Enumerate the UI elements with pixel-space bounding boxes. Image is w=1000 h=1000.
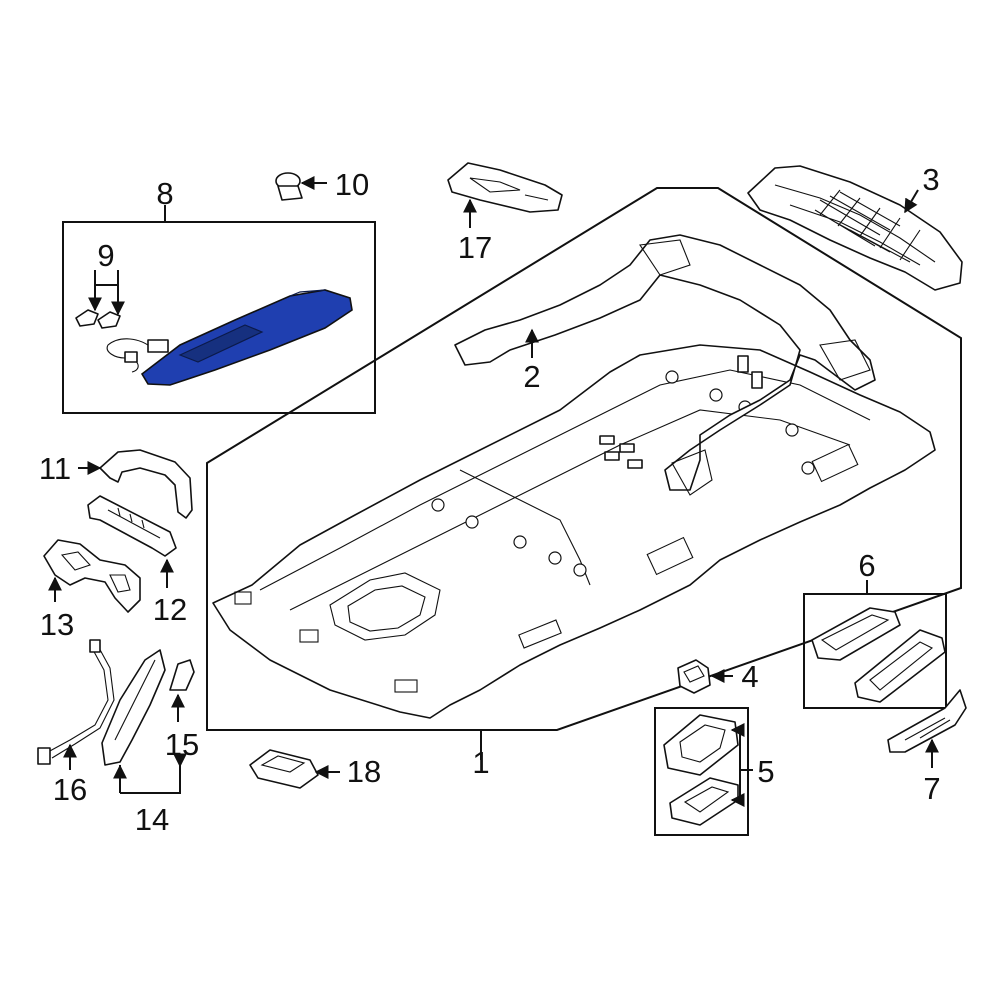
mount-hole: [513, 535, 527, 549]
mount-hole: [665, 370, 679, 384]
sun-visor-group[interactable]: [62, 221, 376, 414]
console-bracket[interactable]: [447, 162, 563, 213]
overhead-console-group[interactable]: [803, 593, 947, 709]
callout-16: 16: [53, 772, 87, 807]
light-opening: [518, 619, 562, 649]
leader-lines: [48, 176, 939, 807]
clip: [619, 443, 635, 453]
mount-hole: [709, 388, 723, 402]
mount-hole: [465, 515, 479, 529]
callout-12: 12: [153, 592, 187, 627]
roof-rail-reinforcement[interactable]: [454, 234, 876, 496]
light-opening: [234, 591, 252, 605]
light-opening: [394, 679, 418, 693]
visor-wire: [106, 338, 153, 373]
callout-3: 3: [922, 162, 939, 197]
callout-2: 2: [523, 359, 540, 394]
seat-belt-trim[interactable]: [101, 649, 166, 766]
headliner-ridge: [259, 369, 871, 591]
leader-5b: [730, 770, 745, 807]
visor-pivot: [147, 339, 169, 353]
callout-labels: 1 2 3 4 5 6 7 8 9 10 11 12 13 14 15 16 1…: [39, 162, 941, 837]
headliner-group[interactable]: [206, 187, 962, 731]
map-lamp-group-frame: [654, 707, 749, 836]
callout-9: 9: [97, 238, 114, 273]
visor-edge: [289, 289, 326, 297]
push-pin-clip[interactable]: [275, 172, 303, 201]
mounting-plate[interactable]: [43, 539, 141, 613]
callout-7: 7: [923, 771, 940, 806]
callout-4: 4: [741, 659, 758, 694]
clip: [604, 451, 620, 461]
light-opening: [646, 536, 694, 576]
callout-8: 8: [156, 176, 173, 211]
headliner-panel[interactable]: [212, 344, 936, 719]
console-cutout: [329, 572, 441, 641]
callout-11: 11: [39, 451, 71, 486]
headliner-group-frame: [206, 187, 962, 731]
leader-9-bar: [94, 270, 119, 286]
clip: [737, 355, 749, 373]
callout-14: 14: [135, 802, 169, 837]
callout-18: 18: [347, 754, 381, 789]
visor-clip[interactable]: [75, 309, 99, 327]
clip: [751, 371, 763, 389]
console-bezel[interactable]: [811, 607, 901, 661]
console-cutout-inner: [347, 585, 426, 632]
leader-3: [904, 189, 919, 214]
callout-15: 15: [165, 727, 199, 762]
callout-17: 17: [458, 230, 492, 265]
overhead-console-frame: [803, 593, 947, 709]
map-lamp-housing[interactable]: [663, 714, 739, 776]
grab-handle[interactable]: [99, 449, 193, 519]
map-lamp-group[interactable]: [654, 707, 749, 836]
mount-hole: [548, 551, 562, 565]
console-module[interactable]: [854, 629, 946, 703]
leader-5a: [730, 723, 753, 771]
leader-14: [119, 765, 181, 794]
light-opening: [299, 629, 319, 643]
mount-hole: [785, 423, 799, 437]
callout-13: 13: [40, 607, 74, 642]
callout-10: 10: [335, 167, 369, 202]
sun-visor-frame: [62, 221, 376, 414]
vent-grid: [814, 189, 921, 263]
clip: [627, 459, 643, 469]
harness-connector: [37, 747, 51, 765]
callout-5: 5: [757, 754, 774, 789]
mount-hole: [431, 498, 445, 512]
bracket[interactable]: [887, 689, 967, 753]
mount-hole: [573, 563, 587, 577]
headliner-ridge: [289, 409, 851, 611]
dome-light-clip[interactable]: [677, 659, 711, 694]
light-opening: [811, 443, 859, 483]
rear-trim-panel[interactable]: [747, 165, 963, 291]
cargo-lamp[interactable]: [249, 749, 319, 789]
wire-connector: [124, 351, 138, 363]
visor-clip[interactable]: [97, 311, 121, 329]
map-lamp-lens[interactable]: [669, 777, 739, 826]
harness-connector: [89, 639, 101, 653]
vanity-mirror: [178, 324, 264, 363]
callout-6: 6: [858, 548, 875, 583]
handle-bracket[interactable]: [87, 495, 177, 557]
callout-1: 1: [472, 745, 489, 780]
mount-hole: [801, 461, 815, 475]
trim-clip[interactable]: [169, 659, 195, 691]
clip: [599, 435, 615, 445]
